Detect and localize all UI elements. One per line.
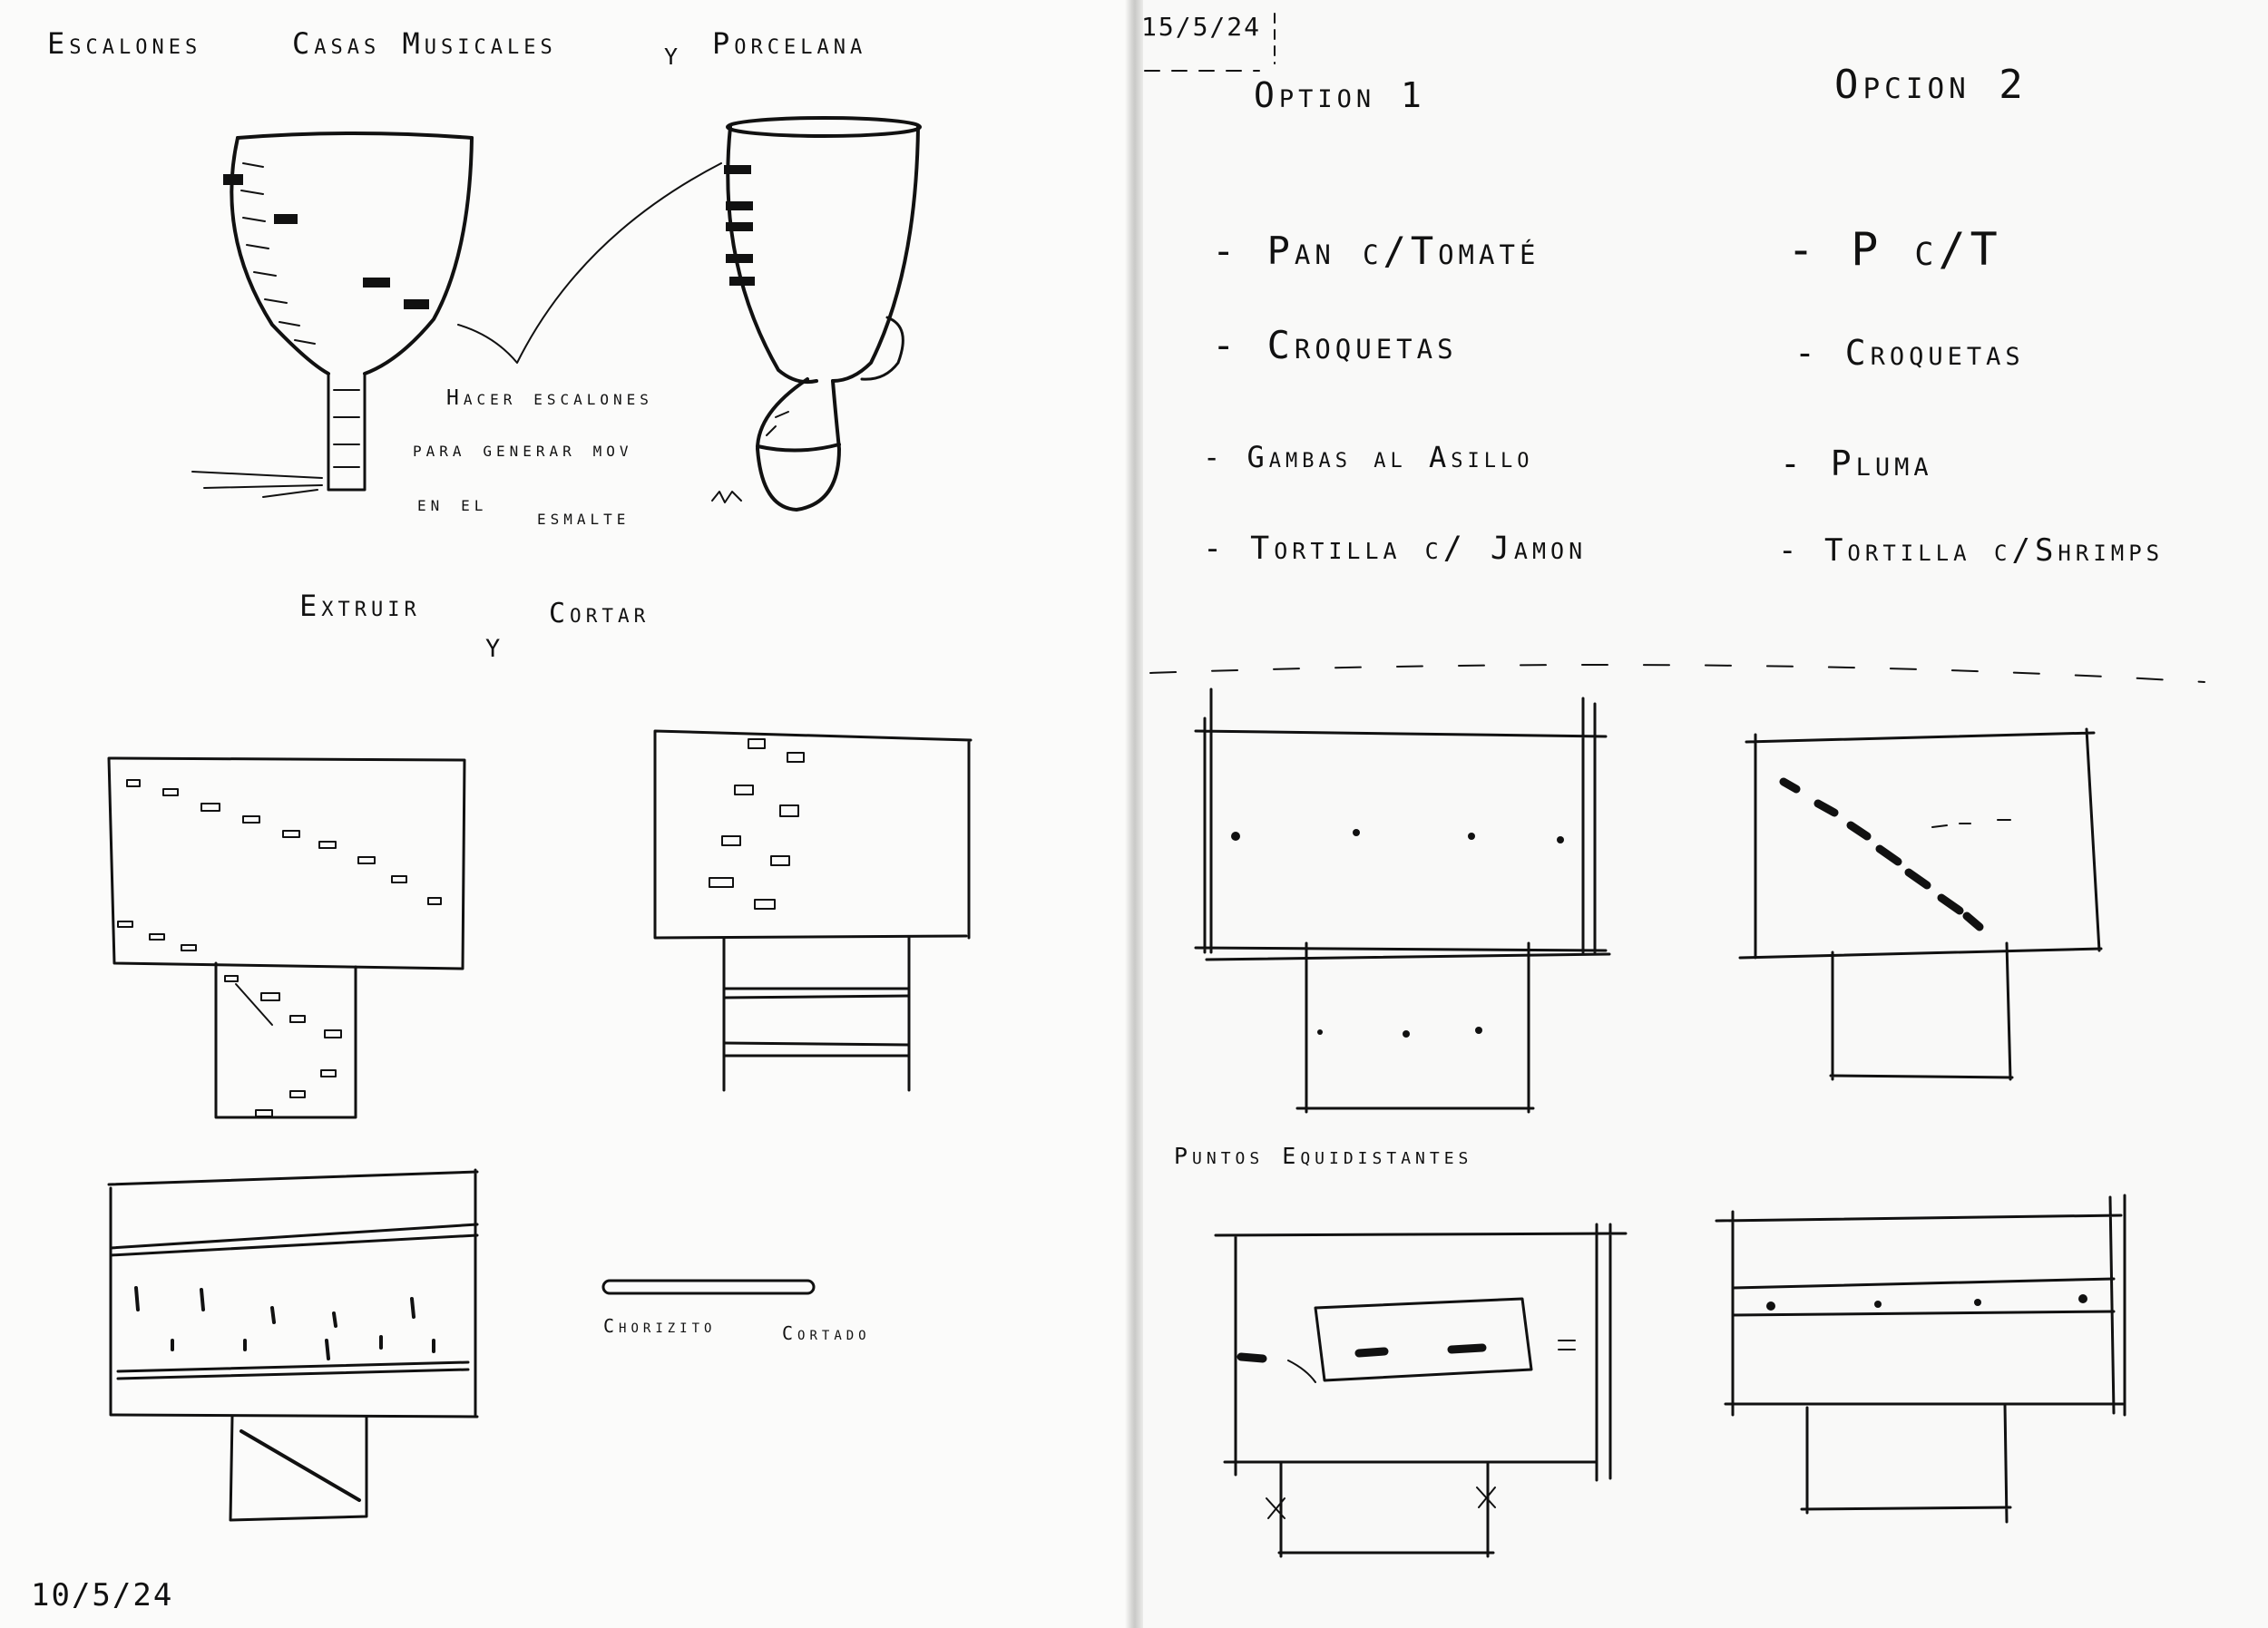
option2-item-label: Tortilla c/Shrimps bbox=[1823, 532, 2165, 569]
option1-item-label: Gambas al Asillo bbox=[1246, 440, 1534, 474]
note-line-1: Hacer escalones bbox=[446, 386, 653, 410]
label-puntos-equidistantes: Puntos Equidistantes bbox=[1174, 1143, 1473, 1169]
option1-item-label: Pan c/Tomaté bbox=[1266, 229, 1540, 273]
option1-item-label: Tortilla c/ Jamon bbox=[1250, 531, 1588, 567]
option2-item-label: Pluma bbox=[1830, 444, 1933, 483]
date-right: 15/5/24 bbox=[1141, 12, 1262, 42]
vase-sketch bbox=[711, 116, 922, 512]
option1-item: - Gambas al Asillo bbox=[1203, 440, 1534, 474]
left-page bbox=[0, 0, 1129, 1628]
chorizito-sketch bbox=[601, 1279, 816, 1295]
date-left: 10/5/24 bbox=[31, 1577, 174, 1613]
connector-line bbox=[457, 162, 722, 364]
label-extruir: Extruir bbox=[299, 589, 421, 623]
book-gutter bbox=[1125, 0, 1143, 1628]
extrude-sketch-zigzag bbox=[653, 729, 973, 1092]
option2-item: - P c/T bbox=[1787, 223, 2002, 276]
option1-item: - Tortilla c/ Jamon bbox=[1203, 531, 1588, 567]
option1-item: - Croquetas bbox=[1212, 323, 1458, 367]
option1-item-label: Croquetas bbox=[1266, 323, 1458, 367]
note-line-2: para generar mov bbox=[413, 438, 633, 462]
note-line-3: en el bbox=[417, 492, 488, 516]
option2-heading: Opcion 2 bbox=[1834, 62, 2028, 108]
label-cortado: Cortado bbox=[782, 1322, 871, 1344]
option2-item: - Pluma bbox=[1780, 444, 1933, 483]
title-escalones: Escalones bbox=[47, 26, 202, 61]
extrude-sketch-diagonal bbox=[107, 756, 466, 1119]
option1-item: - Pan c/Tomaté bbox=[1212, 229, 1540, 273]
option1-heading: Option 1 bbox=[1254, 75, 1426, 115]
option2-item: - Croquetas bbox=[1794, 333, 2025, 373]
extrude-sketch-bands bbox=[107, 1168, 479, 1522]
label-y: y bbox=[485, 625, 505, 665]
option2-item-label: Croquetas bbox=[1844, 333, 2025, 373]
option2-item: - Tortilla c/Shrimps bbox=[1778, 532, 2165, 569]
option1-sketch-dots bbox=[1194, 687, 1611, 1114]
right-page bbox=[1137, 0, 2268, 1628]
note-line-4: esmalte bbox=[537, 506, 631, 530]
label-chorizito: Chorizito bbox=[603, 1315, 717, 1337]
label-cortar: Cortar bbox=[549, 598, 650, 629]
title-casas-musicales: Casas Musicales bbox=[292, 26, 557, 61]
goblet-sketch bbox=[191, 132, 474, 498]
title-porcelana: Porcelana bbox=[712, 26, 867, 61]
option2-item-label: P c/T bbox=[1851, 223, 2002, 276]
title-y: y bbox=[664, 35, 683, 73]
option2-sketch-band bbox=[1715, 1194, 2126, 1524]
option1-sketch-inset bbox=[1214, 1223, 1628, 1558]
option2-sketch-diagonal bbox=[1738, 727, 2103, 1081]
